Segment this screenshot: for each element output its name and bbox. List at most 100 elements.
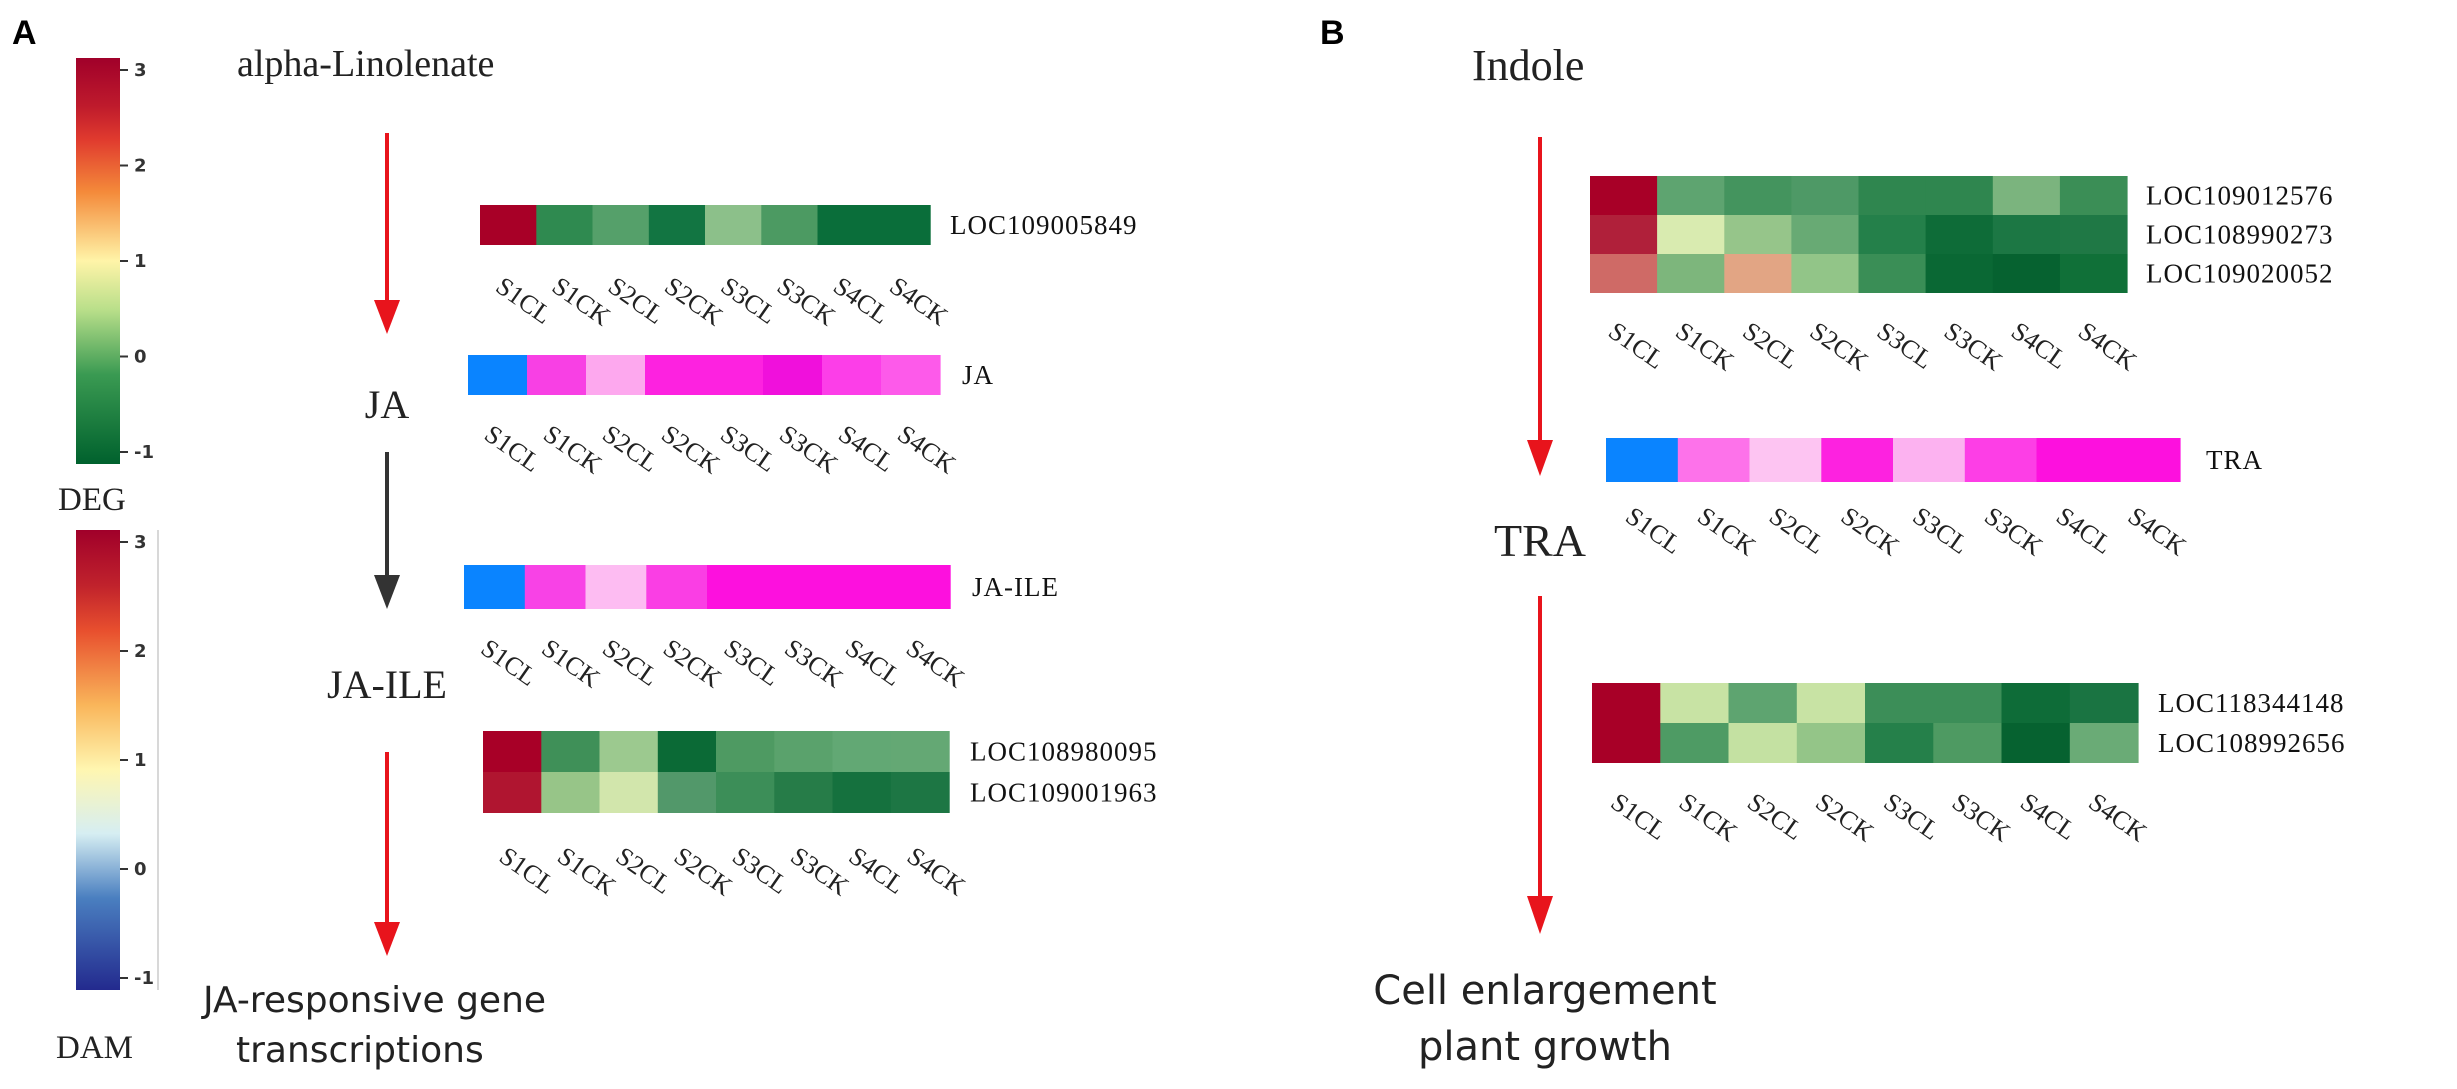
pathway-a-start: alpha-Linolenate	[237, 43, 494, 85]
heatmap-column-label: S1CL	[479, 419, 545, 478]
heatmap-cell	[541, 731, 601, 772]
heatmap-cell	[889, 565, 951, 609]
heatmap-cell	[599, 731, 659, 772]
pathway-b-end-line2: plant growth	[1418, 1024, 1672, 1070]
heatmap-column-label: S2CK	[656, 419, 725, 479]
heatmap-cell	[716, 731, 775, 772]
pathway-a-end-line2: transcriptions	[236, 1030, 484, 1071]
heatmap-cell	[536, 205, 594, 245]
heatmap-column-label: S1CL	[494, 841, 560, 900]
heatmap-4: LOC108980095LOC109001963S1CLS1CKS2CLS2CK…	[483, 731, 1157, 902]
heatmap-row-label: LOC108990273	[2146, 220, 2334, 250]
heatmap-cell	[822, 355, 882, 395]
pathway-b-end-line1: Cell enlargement	[1373, 968, 1716, 1014]
heatmap-cell	[828, 565, 890, 609]
heatmap-column-label: S1CK	[552, 841, 621, 901]
heatmap-column-label: S3CL	[727, 841, 793, 900]
heatmap-cell	[832, 772, 892, 813]
heatmap-cell	[1933, 683, 2003, 723]
heatmap-cell	[1657, 215, 1725, 254]
heatmap-column-label: S2CL	[597, 633, 663, 692]
heatmap-cell	[646, 565, 708, 609]
heatmap-column-label: S4CL	[833, 419, 899, 478]
scale-tick-label: 0	[134, 859, 147, 880]
heatmap-cell	[1992, 254, 2061, 293]
dam-gradient-bar	[76, 530, 120, 990]
heatmap-column-label: S1CK	[538, 419, 607, 479]
heatmap-column-label: S4CK	[902, 841, 971, 901]
heatmap-column-label: S3CK	[774, 419, 843, 479]
heatmap-row-label: LOC109012576	[2146, 181, 2334, 211]
heatmap-cell	[585, 565, 647, 609]
heatmap-column-label: S1CK	[536, 633, 605, 693]
heatmap-column-label: S2CL	[597, 419, 663, 478]
heatmap-cell	[1724, 254, 1792, 293]
heatmap-column-label: S2CL	[1764, 501, 1830, 560]
heatmap-cell	[761, 205, 819, 245]
heatmap-cell	[817, 205, 875, 245]
arrow-red-icon	[1527, 137, 1553, 476]
pathway-b-start: Indole	[1472, 41, 1584, 90]
heatmap-cell	[2036, 438, 2109, 482]
heatmap-row-label: LOC108992656	[2158, 728, 2346, 758]
heatmap-cell	[890, 731, 950, 772]
heatmap-column-label: S4CK	[901, 633, 970, 693]
heatmap-column-label: S2CL	[603, 271, 669, 330]
heatmap-cell	[774, 772, 834, 813]
heatmap-row-label: TRA	[2206, 445, 2263, 475]
heatmap-column-label: S4CK	[892, 419, 961, 479]
heatmap-column-label: S4CK	[884, 271, 953, 331]
heatmap-column-label: S3CL	[715, 419, 781, 478]
heatmap-row-label: LOC109005849	[950, 210, 1138, 240]
heatmap-1: LOC109005849S1CLS1CKS2CLS2CKS3CLS3CKS4CL…	[480, 205, 1138, 332]
heatmap-column-label: S1CL	[1606, 787, 1672, 846]
heatmap-column-label: S3CL	[1872, 316, 1938, 375]
heatmap-column-label: S1CL	[476, 633, 542, 692]
heatmap-cell	[763, 355, 823, 395]
heatmap-cell	[1660, 683, 1730, 723]
heatmap-column-label: S1CK	[547, 271, 616, 331]
arrow-red-icon	[374, 752, 400, 956]
heatmap-cell	[480, 205, 537, 245]
scale-tick-label: 0	[134, 347, 147, 368]
heatmap-column-label: S4CK	[2073, 316, 2142, 376]
heatmap-cell	[1858, 215, 1927, 254]
heatmap-row-label: LOC118344148	[2158, 688, 2345, 718]
heatmap-column-label: S2CK	[1836, 501, 1905, 561]
heatmap-column-label: S2CK	[669, 841, 738, 901]
heatmap-column-label: S4CL	[2015, 787, 2081, 846]
heatmap-cell	[1590, 254, 1658, 293]
heatmap-column-label: S4CL	[2006, 316, 2072, 375]
heatmap-column-label: S2CK	[658, 633, 727, 693]
heatmap-cell	[468, 355, 528, 395]
heatmap-cell	[774, 731, 834, 772]
heatmap-column-label: S2CK	[1810, 787, 1879, 847]
heatmap-cell	[2069, 723, 2139, 763]
heatmap-cell	[704, 355, 764, 395]
heatmaps: LOC109005849S1CLS1CKS2CLS2CKS3CLS3CKS4CL…	[464, 176, 2346, 902]
heatmap-cell	[1592, 723, 1661, 763]
scale-tick-label: 3	[134, 532, 147, 553]
heatmap-cell	[890, 772, 950, 813]
heatmap-cell	[1724, 215, 1792, 254]
heatmap-cell	[483, 772, 542, 813]
heatmap-cell	[832, 731, 892, 772]
heatmap-row-label: LOC109020052	[2146, 259, 2334, 289]
heatmap-cell	[707, 565, 769, 609]
pathway-b-tra: TRA	[1494, 515, 1586, 566]
deg-scale-label: DEG	[58, 482, 126, 518]
heatmap-cell	[1657, 254, 1725, 293]
scale-tick-label: -1	[134, 442, 154, 463]
heatmap-cell	[1749, 438, 1822, 482]
heatmap-cell	[1791, 254, 1860, 293]
heatmap-5: LOC109012576LOC108990273LOC109020052S1CL…	[1590, 176, 2334, 377]
arrow-red-icon	[1527, 596, 1553, 934]
heatmap-cell	[2059, 215, 2128, 254]
dam-scale-label: DAM	[56, 1030, 133, 1066]
heatmap-column-label: S4CL	[844, 841, 910, 900]
heatmap-cell	[1592, 683, 1661, 723]
pathway-a-ja: JA	[365, 382, 410, 427]
heatmap-cell	[1964, 438, 2038, 482]
